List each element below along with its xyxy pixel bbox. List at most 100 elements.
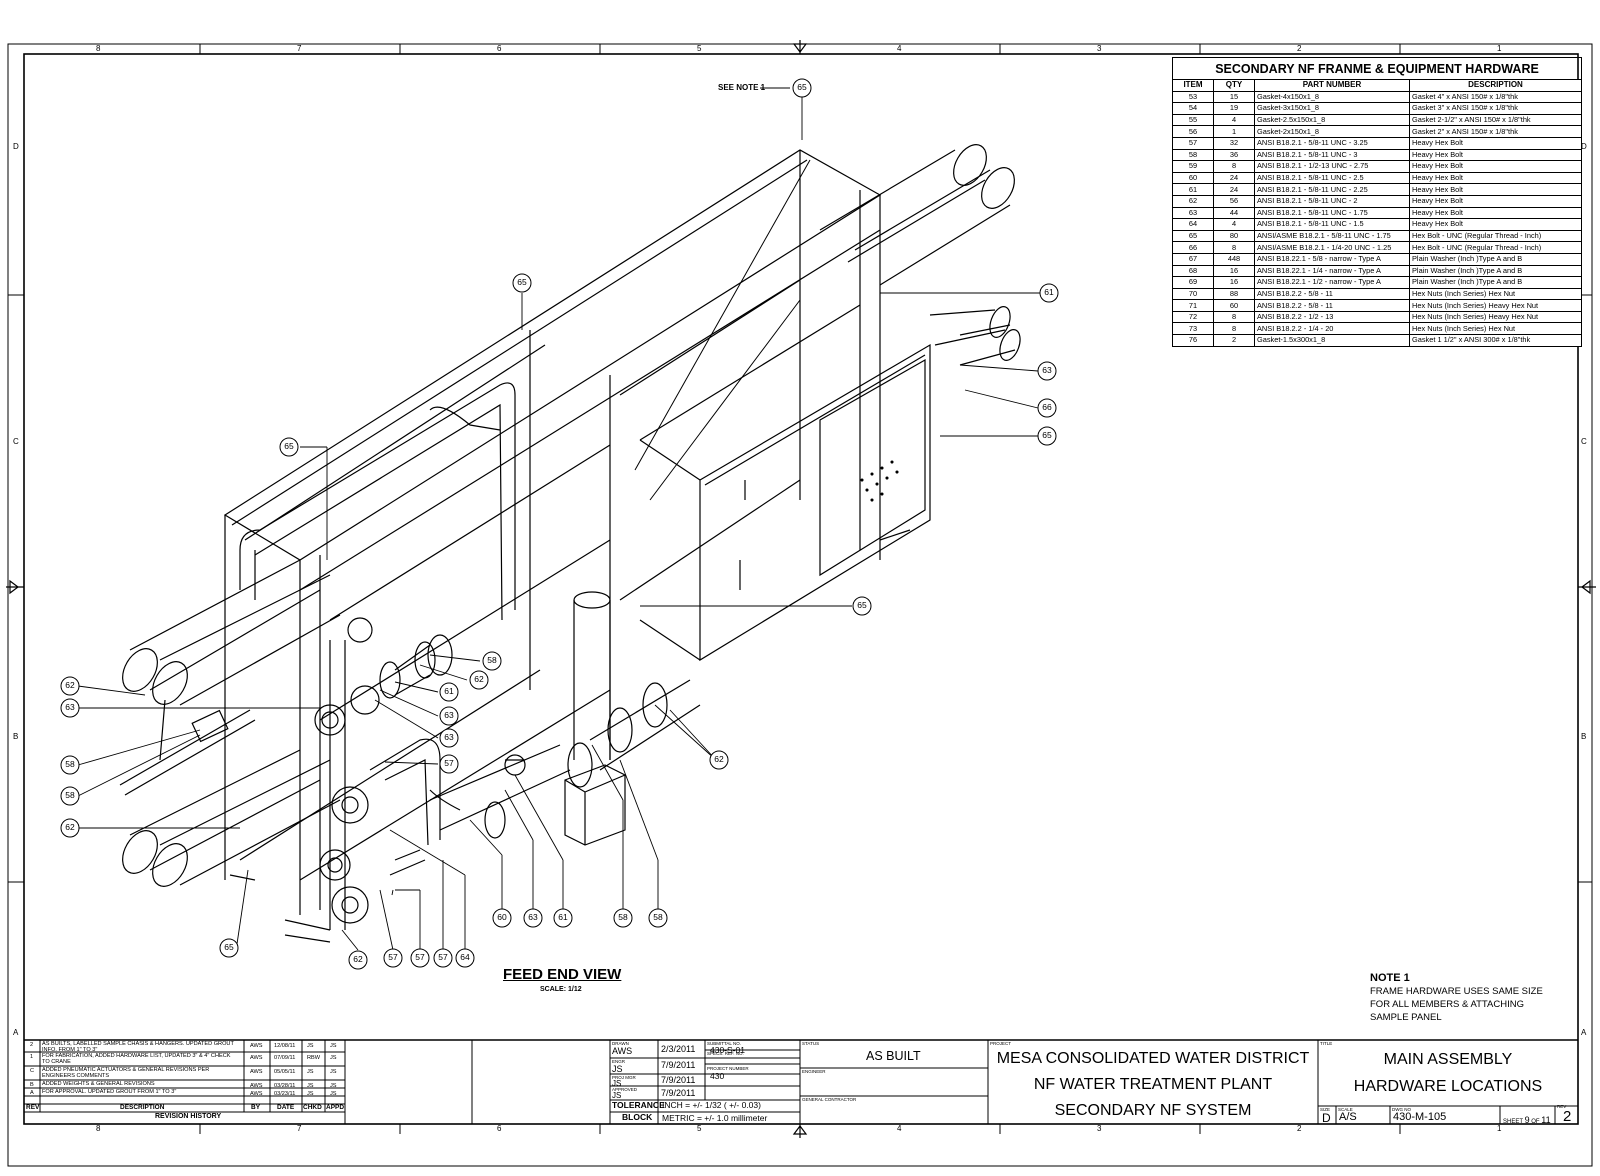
rev-header-by: BY (251, 1104, 261, 1111)
callout-label: 65 (857, 600, 867, 610)
part-number-cell: ANSI B18.22.1 - 5/8 - narrow - Type A (1254, 252, 1410, 266)
lower-left-pipes (119, 699, 256, 796)
zone-col-bottom-7: 7 (297, 1124, 302, 1133)
rev-description: TO CRANE (42, 1059, 71, 1065)
part-number-cell: ANSI B18.2.1 - 5/8-11 UNC - 2.25 (1254, 183, 1410, 196)
approved-date: 7/9/2011 (661, 1088, 696, 1098)
rev-chkd: JS (307, 1083, 314, 1089)
specs-label: SPECS. REF. NO. (707, 1051, 744, 1056)
zone-col-top-8: 8 (96, 44, 101, 53)
qty-cell: 19 (1213, 102, 1255, 115)
rev-description: INFO. FROM 1" TO 3" (42, 1047, 98, 1053)
item-cell: 54 (1172, 102, 1214, 115)
rev-id: A (30, 1090, 34, 1096)
rev-appd: JS (330, 1055, 337, 1061)
rev-by: AWS (250, 1091, 263, 1097)
item-cell: 56 (1172, 125, 1214, 138)
rev-date: 12/08/11 (274, 1043, 296, 1049)
submittal-value: 430-S-01 (710, 1045, 745, 1055)
drawing-title: MAIN ASSEMBLY HARDWARE LOCATIONS (1318, 1046, 1578, 1100)
description-cell: Gasket 1 1/2" x ANSI 300# x 1/8"thk (1409, 334, 1582, 347)
upper-pipes (239, 382, 516, 621)
callout-label: 63 (444, 732, 454, 742)
callout-label: 57 (415, 952, 425, 962)
sheet-info: SHEET 9 OF 11 (1503, 1115, 1551, 1125)
item-cell: 53 (1172, 90, 1214, 104)
see-note-label: SEE NOTE 1 (718, 83, 766, 92)
note-1-title: NOTE 1 (1370, 972, 1410, 984)
qty-cell: 4 (1213, 113, 1255, 127)
sheet-number: 9 (1524, 1115, 1530, 1125)
qty-cell: 24 (1213, 183, 1255, 196)
col-qty: QTY (1213, 79, 1255, 92)
engr-label: ENGR (612, 1059, 626, 1064)
item-cell: 73 (1172, 322, 1214, 336)
equipment-assembly (119, 144, 1021, 943)
item-cell: 55 (1172, 113, 1214, 127)
description-cell: Heavy Hex Bolt (1409, 148, 1582, 162)
part-number-cell: ANSI B18.22.1 - 1/4 - narrow - Type A (1254, 264, 1410, 278)
of-label: OF (1531, 1119, 1540, 1125)
zone-row-right-c: C (1581, 437, 1587, 446)
view-scale: SCALE: 1/12 (540, 986, 582, 993)
rev-header-date: DATE (277, 1104, 295, 1111)
item-cell: 64 (1172, 218, 1214, 231)
scale-label: SCALE (1338, 1107, 1353, 1112)
item-cell: 76 (1172, 334, 1214, 347)
title-label: TITLE (1320, 1041, 1333, 1046)
part-number-cell: ANSI B18.2.2 - 5/8 - 11 (1254, 287, 1410, 301)
zone-ticks (8, 44, 1592, 1134)
sheet-label: SHEET (1503, 1119, 1523, 1125)
qty-cell: 15 (1213, 90, 1255, 104)
part-number-cell: ANSI B18.2.2 - 1/4 - 20 (1254, 322, 1410, 336)
engr-value: JS (612, 1064, 623, 1074)
item-cell: 67 (1172, 252, 1214, 266)
part-number-cell: ANSI/ASME B18.2.1 - 5/8-11 UNC - 1.75 (1254, 229, 1410, 243)
callout-label: 63 (65, 702, 75, 712)
part-number-cell: ANSI B18.2.1 - 5/8-11 UNC - 1.5 (1254, 218, 1410, 231)
qty-cell: 88 (1213, 287, 1255, 301)
qty-cell: 60 (1213, 299, 1255, 312)
rev-value: 2 (1563, 1108, 1572, 1125)
callout-label: 65 (1042, 430, 1052, 440)
note-1-line: FOR ALL MEMBERS & ATTACHING (1370, 999, 1524, 1010)
item-cell: 63 (1172, 206, 1214, 220)
rev-chkd: JS (307, 1069, 314, 1075)
zone-col-bottom-4: 4 (897, 1124, 902, 1133)
rev-by: AWS (250, 1043, 263, 1049)
zone-col-top-3: 3 (1097, 44, 1102, 53)
part-number-cell: ANSI B18.2.1 - 5/8-11 UNC - 3.25 (1254, 136, 1410, 150)
description-cell: Hex Nuts (Inch Series) Heavy Hex Nut (1409, 310, 1582, 324)
callout-label: 65 (517, 277, 527, 287)
description-cell: Heavy Hex Bolt (1409, 218, 1582, 231)
qty-cell: 36 (1213, 148, 1255, 162)
callout-label: 62 (353, 954, 363, 964)
zone-col-top-7: 7 (297, 44, 302, 53)
approved-label: APPROVED (612, 1087, 638, 1092)
proj-mgr-date: 7/9/2011 (661, 1075, 696, 1085)
item-cell: 66 (1172, 241, 1214, 254)
base-plates (229, 874, 331, 943)
note-1-line: FRAME HARDWARE USES SAME SIZE (1370, 986, 1543, 997)
status-value: AS BUILT (866, 1049, 921, 1063)
project-line: NF WATER TREATMENT PLANT (1033, 1076, 1273, 1093)
project-line: MESA CONSOLIDATED WATER DISTRICT (996, 1050, 1310, 1067)
project-line: SECONDARY NF SYSTEM (1054, 1102, 1252, 1119)
sheet-total: 11 (1541, 1115, 1551, 1125)
rev-description: ADDED PNEUMATIC ACTUATORS & GENERAL REVI… (42, 1067, 210, 1073)
callout-label: 57 (444, 758, 454, 768)
description-cell: Heavy Hex Bolt (1409, 160, 1582, 173)
size-value: D (1322, 1111, 1331, 1125)
rev-description: ENGINEERS COMMENTS (42, 1073, 110, 1079)
description-cell: Heavy Hex Bolt (1409, 206, 1582, 220)
part-number-cell: Gasket-1.5x300x1_8 (1254, 334, 1410, 347)
rev-header-desc: DESCRIPTION (120, 1104, 165, 1111)
callout-label: 61 (558, 912, 568, 922)
hardware-table-header: ITEM QTY PART NUMBER DESCRIPTION (1172, 79, 1582, 92)
rev-description: AS BUILTS, LABELLED SAMPLE CHASIS & HANG… (42, 1041, 234, 1047)
